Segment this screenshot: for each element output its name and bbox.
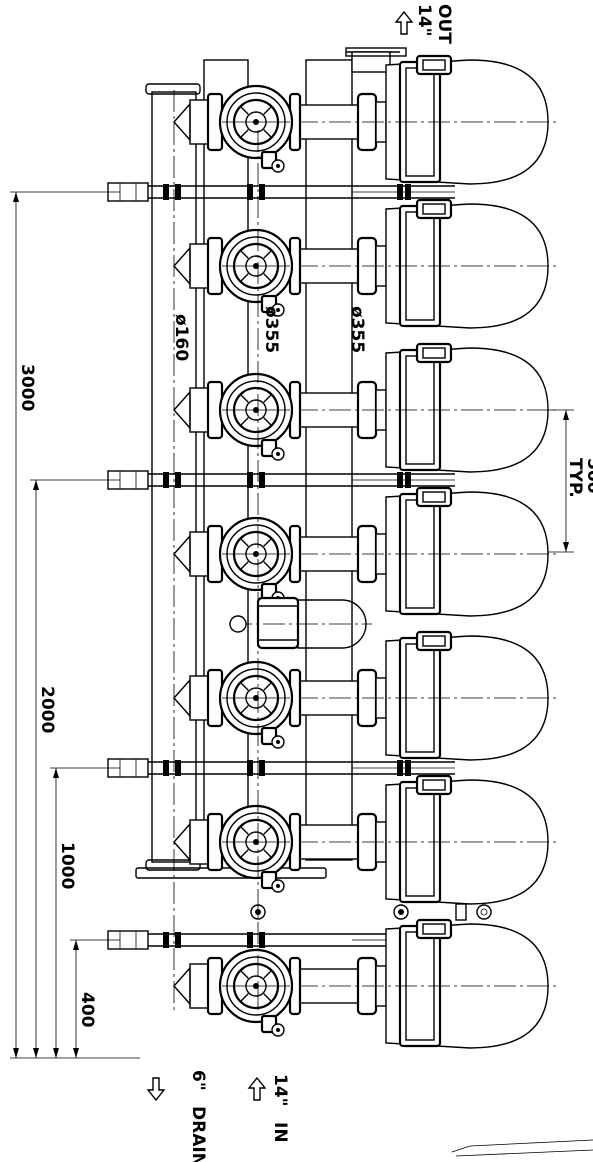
air-release-valve	[229, 596, 372, 650]
dimension-lines	[10, 191, 574, 1059]
filter-unit	[173, 918, 556, 1049]
svg-text:ø160: ø160	[171, 314, 191, 361]
svg-text:ø355: ø355	[261, 306, 281, 353]
dimension-arrows	[13, 192, 569, 1058]
inlet-arrow-icon	[247, 1076, 267, 1101]
filter-unit	[173, 198, 556, 329]
filter-unit	[173, 342, 556, 473]
pressure-gauge-icon	[250, 903, 492, 921]
butterfly-valve	[206, 660, 302, 749]
filter-housing	[296, 630, 556, 761]
outlet-text: OUT	[434, 4, 454, 44]
butterfly-valve	[206, 948, 302, 1037]
adjacent-drawing-fragment	[451, 1139, 593, 1157]
drain-label: 6" DRAIN	[188, 1070, 208, 1162]
filter-unit	[173, 774, 556, 905]
drain-text: DRAIN	[188, 1106, 208, 1162]
drain-manifold-diameter-label: ø160	[171, 314, 191, 361]
support-frame	[107, 758, 455, 778]
outlet-size-text: 14"	[414, 4, 434, 37]
support-frames	[107, 182, 455, 950]
outlet-flange	[345, 47, 407, 57]
inlet-manifold-diameter-label: ø355	[261, 306, 281, 353]
support-2-dimension-label: 2000	[37, 686, 57, 733]
inlet-text: IN	[270, 1122, 290, 1143]
overall-dimension-label: 3000	[17, 364, 37, 411]
outlet-manifold	[305, 51, 455, 861]
butterfly-valve	[206, 372, 302, 461]
filter-housing	[296, 486, 556, 617]
butterfly-valve	[206, 804, 302, 893]
svg-text:2000: 2000	[37, 686, 57, 733]
support-frame	[107, 470, 455, 490]
support-1-dimension-label: 1000	[57, 842, 77, 889]
inlet-manifold	[203, 59, 249, 857]
filter-units	[173, 54, 556, 1049]
svg-text:1000: 1000	[57, 842, 77, 889]
outlet-manifold-diameter-label: ø355	[347, 306, 367, 353]
outlet-label: 14" OUT	[414, 4, 454, 44]
inlet-label: 14" IN	[270, 1074, 290, 1143]
filter-unit	[173, 630, 556, 761]
svg-text:400: 400	[77, 992, 97, 1028]
inlet-size-text: 14"	[270, 1074, 290, 1107]
filter-unit	[173, 486, 556, 617]
filter-housing	[296, 54, 556, 185]
drain-size-text: 6"	[188, 1070, 208, 1091]
svg-text:ø355: ø355	[347, 306, 367, 353]
svg-text:TYP.: TYP.	[565, 458, 585, 498]
svg-text:500: 500	[583, 458, 593, 494]
filter-housing	[296, 342, 556, 473]
filter-unit	[173, 54, 556, 185]
svg-text:3000: 3000	[17, 364, 37, 411]
butterfly-valve	[206, 84, 302, 173]
first-support-dimension-label: 400	[77, 992, 97, 1028]
support-frame	[107, 182, 455, 202]
filter-housing	[296, 198, 556, 329]
outlet-arrow-icon	[394, 10, 414, 35]
filter-housing	[296, 918, 556, 1049]
drain-manifold	[145, 83, 201, 871]
butterfly-valve	[206, 228, 302, 317]
filter-housing	[296, 774, 556, 905]
centerlines	[173, 90, 259, 1010]
butterfly-valve	[206, 516, 302, 605]
drain-arrow-icon	[146, 1077, 166, 1102]
typical-spacing-label: 500 TYP.	[565, 458, 593, 498]
